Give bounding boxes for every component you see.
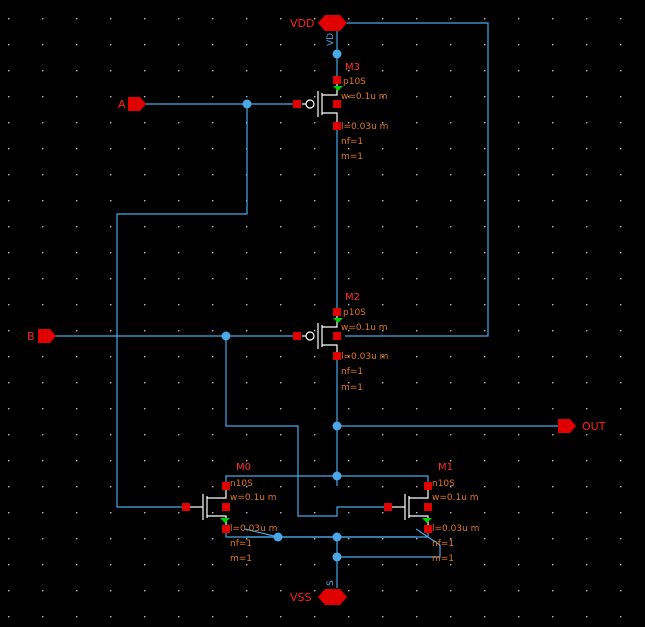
junction-dot: [332, 471, 342, 481]
port-out[interactable]: OUT: [558, 419, 606, 433]
label-m0: M0 n10S w=0.1u m l=0.03u m nf=1 m=1: [230, 462, 277, 564]
port-b[interactable]: B: [27, 329, 56, 343]
wire-m0-body[interactable]: [244, 528, 279, 538]
label-m1: M1 n10S w=0.1u m l=0.03u m nf=1 m=1: [432, 462, 479, 564]
label-m3: M3 p10S w=0.1u m l=0.03u m nf=1 m=1: [341, 62, 388, 162]
m1-name: M1: [438, 462, 453, 473]
label-m2: M2 p10S w=0.1u m l=0.03u m nf=1 m=1: [341, 292, 388, 393]
junction-dot: [242, 99, 252, 109]
port-vss-label: VSS: [290, 591, 312, 604]
wire-drain-m1[interactable]: [337, 475, 429, 486]
m3-width: w=0.1u m: [341, 92, 388, 102]
m2-name: M2: [345, 292, 360, 303]
vss-net-tag: S: [326, 580, 336, 586]
wire-b-to-m1[interactable]: [225, 336, 384, 517]
m0-length: l=0.03u m: [230, 524, 277, 534]
m0-nf: nf=1: [230, 539, 252, 549]
m3-name: M3: [345, 62, 360, 73]
m2-nf: nf=1: [341, 367, 363, 377]
transistor-m0[interactable]: [182, 482, 230, 533]
m2-m: m=1: [341, 383, 363, 393]
m3-length: l=0.03u m: [341, 122, 388, 132]
m1-model: n10S: [432, 479, 455, 489]
m0-m: m=1: [230, 554, 252, 564]
m0-model: n10S: [230, 479, 253, 489]
transistor-m2[interactable]: [293, 308, 343, 360]
m1-nf: nf=1: [432, 539, 454, 549]
wire-m1-body[interactable]: [337, 528, 441, 558]
junction-dot: [332, 552, 342, 562]
port-out-label: OUT: [582, 420, 606, 433]
m2-model: p10S: [343, 308, 366, 318]
transistor-m3[interactable]: [293, 76, 343, 130]
junctions: [221, 49, 342, 562]
junction-dot: [332, 49, 342, 59]
m3-model: p10S: [343, 77, 366, 87]
port-a[interactable]: A: [118, 97, 146, 111]
wire-src-m1[interactable]: [337, 529, 429, 538]
m0-name: M0: [236, 462, 251, 473]
wire-vdd-rail[interactable]: [345, 22, 489, 337]
m1-width: w=0.1u m: [432, 493, 479, 503]
transistor-m1[interactable]: [384, 482, 432, 533]
port-a-label: A: [118, 98, 126, 111]
junction-dot: [221, 331, 231, 341]
port-b-label: B: [27, 330, 35, 343]
junction-dot: [273, 532, 283, 542]
m0-width: w=0.1u m: [230, 493, 277, 503]
port-vss[interactable]: VSS S: [290, 580, 347, 605]
port-vdd[interactable]: VDD VD: [290, 15, 347, 46]
m3-nf: nf=1: [341, 137, 363, 147]
m2-width: w=0.1u m: [341, 323, 388, 333]
m1-m: m=1: [432, 554, 454, 564]
grid-dots: [8, 18, 622, 618]
m2-length: l=0.03u m: [341, 352, 388, 362]
vdd-net-tag: VD: [326, 33, 336, 46]
m1-length: l=0.03u m: [432, 524, 479, 534]
wire-a-to-m0[interactable]: [116, 104, 248, 508]
junction-dot: [332, 421, 342, 431]
m3-m: m=1: [341, 152, 363, 162]
junction-dot: [332, 532, 342, 542]
port-vdd-label: VDD: [290, 17, 314, 30]
